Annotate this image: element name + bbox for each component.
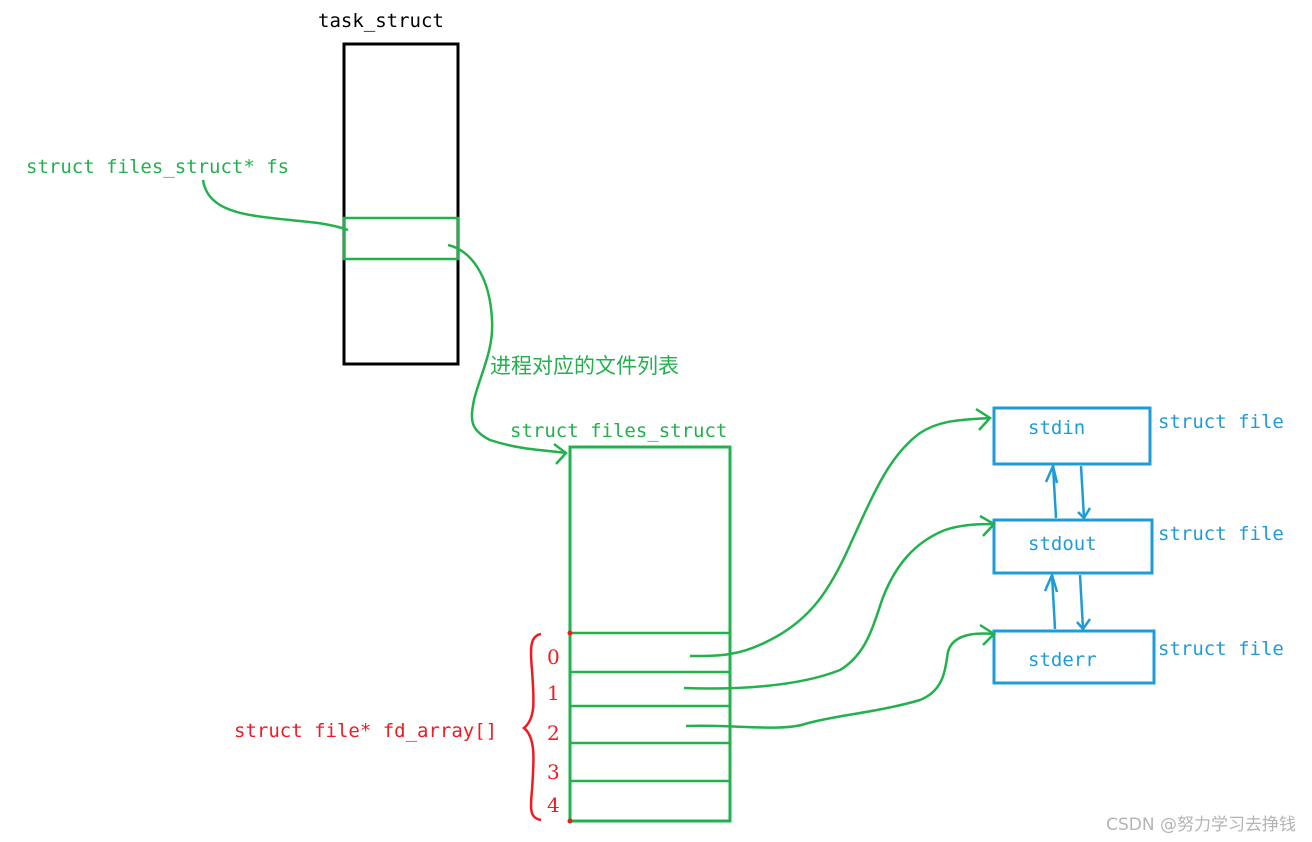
stderr-type-label: struct file — [1158, 638, 1284, 660]
fd0-to-stdin-arrow — [689, 416, 991, 658]
stdout-label: stdout — [1028, 533, 1097, 555]
fd-index-1: 1 — [547, 681, 560, 705]
stderr-to-stdout-arrow-head — [1043, 571, 1059, 593]
fd-array-label: struct file* fd_array[] — [234, 720, 497, 742]
stdin-label: stdin — [1028, 417, 1085, 439]
fd2-arrow-head — [979, 623, 996, 646]
stdout-to-stderr-link — [1078, 574, 1085, 630]
stdout-type-label: struct file — [1158, 523, 1284, 545]
fs-pointer-label: struct files_struct* fs — [26, 156, 289, 178]
stdout-to-stdin-arrow-head — [1044, 462, 1059, 484]
stderr-file-box — [992, 629, 1156, 685]
files-struct-label: struct files_struct — [510, 420, 727, 442]
process-file-list-label: 进程对应的文件列表 — [490, 354, 679, 378]
stdin-to-stdout-arrow-head — [1077, 507, 1092, 521]
fd-array-brace — [522, 632, 542, 822]
fd-index-0: 0 — [547, 645, 560, 669]
fd1-to-stdout-arrow — [683, 522, 995, 690]
csdn-watermark: CSDN @努力学习去挣钱 — [1106, 815, 1296, 835]
stderr-label: stderr — [1028, 649, 1097, 671]
fs-pointer-field — [342, 216, 460, 261]
fs-arrow-head — [553, 443, 568, 465]
fd-array-start-dot — [567, 630, 573, 636]
stdin-type-label: struct file — [1158, 411, 1284, 433]
fs-label-connector — [201, 179, 349, 232]
fd-index-3: 3 — [547, 760, 560, 784]
stdout-file-box — [992, 518, 1154, 575]
fd1-arrow-head — [979, 514, 996, 537]
stdin-to-stdout-link — [1079, 465, 1086, 519]
fd-index-4: 4 — [547, 793, 560, 817]
stdout-to-stdin-link — [1051, 465, 1058, 519]
stderr-to-stdout-link — [1050, 574, 1057, 630]
fd-array-end-dot — [567, 818, 573, 824]
stdout-to-stderr-arrow-head — [1076, 618, 1092, 632]
fd0-arrow-head — [975, 407, 992, 431]
fd2-to-stderr-arrow — [685, 632, 995, 729]
task-struct-box — [342, 42, 460, 366]
task-struct-label: task_struct — [318, 10, 444, 32]
fs-to-files-struct-arrow — [447, 243, 567, 455]
fd-index-2: 2 — [547, 721, 560, 745]
stdin-file-box — [992, 406, 1152, 466]
